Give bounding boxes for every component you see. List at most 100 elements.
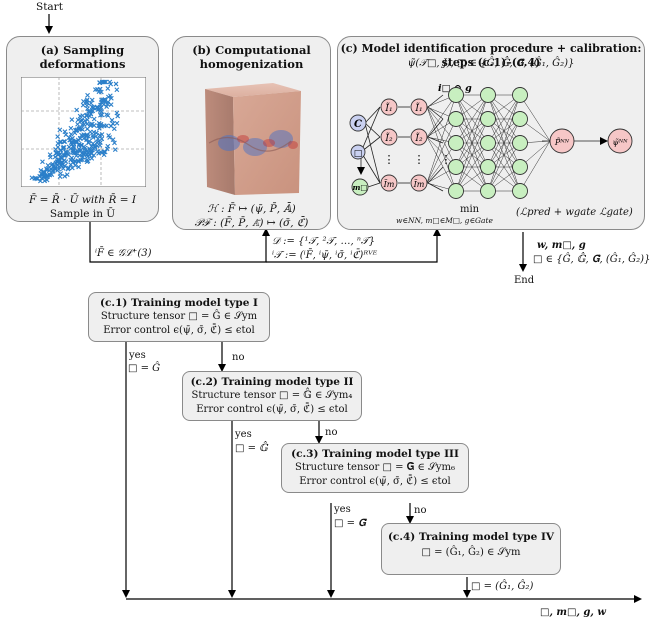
output-node-energy <box>607 128 633 154</box>
invariant-node-2-label: Ĩ₂ <box>384 132 393 144</box>
nn-edge <box>455 118 489 192</box>
scatter-point <box>37 178 43 184</box>
scatter-point <box>87 109 93 115</box>
step-c4-box: (c.4) Training model type IV □ = (Ĝ₁, Ĝ₂… <box>381 523 561 575</box>
scatter-point <box>105 86 111 91</box>
scatter-point <box>97 80 102 86</box>
scatter-point <box>101 152 107 158</box>
step-c3-line1: Structure tensor □ = 𝐆̂ ∈ 𝒮ym₆ <box>294 462 456 473</box>
scatter-point <box>109 117 115 123</box>
step-c1-title: (c.1) Training model type I <box>100 297 258 309</box>
scatter-point <box>42 178 48 184</box>
scatter-point <box>106 94 111 100</box>
panel-b-title-1: (b) Computational <box>192 43 311 57</box>
output-node-energy-label: ψ̃ᴺᴺ <box>612 138 628 147</box>
gated-node-2-label: Ĩ₂ <box>414 132 423 144</box>
nn-edge <box>487 94 521 168</box>
scatter-point <box>74 107 80 113</box>
nn-edge <box>487 142 521 192</box>
nn-hidden-node <box>480 135 496 151</box>
rve-cube <box>205 83 301 195</box>
gated-node-m <box>410 174 428 192</box>
nn-edge <box>426 142 457 184</box>
scatter-point <box>91 129 97 135</box>
scatter-point <box>82 133 87 138</box>
scatter-point <box>95 136 101 142</box>
scatter-point <box>42 169 48 175</box>
scatter-point <box>76 141 82 147</box>
panel-a-formula-1: F̄ = R̄ · Ū with R̄ = I <box>28 194 137 206</box>
scatter-point <box>79 117 85 123</box>
invariant-node-1-label: Ĩ₁ <box>384 102 392 114</box>
scatter-point <box>65 151 71 157</box>
scatter-point <box>94 143 100 149</box>
panel-a-title-2: deformations <box>39 57 126 71</box>
scatter-point <box>52 166 58 171</box>
scatter-point <box>98 140 103 145</box>
step-c2-line1: Structure tensor □ = 𝔾̂ ∈ 𝒮ym₄ <box>191 390 353 401</box>
nn-hidden-node <box>480 87 496 103</box>
a-to-b-arrow <box>89 222 270 263</box>
nn-edge <box>455 94 489 168</box>
gated-dots: ⋮ <box>414 153 425 166</box>
gated-node-m-label: Ĩm <box>413 180 425 189</box>
scatter-point <box>92 87 98 93</box>
nn-edge <box>426 106 457 192</box>
scatter-point <box>90 133 96 138</box>
nn-hidden-node <box>480 159 496 175</box>
panel-c-formula-top: ψ̃(𝒯□, J), □ ∈ {Ĝ, 𝔾̂, 𝐆̂, (Ĝ₁, Ĝ₂)} <box>407 58 575 69</box>
start-label: Start <box>36 1 63 13</box>
nn-edge <box>487 118 521 192</box>
nn-hidden-node <box>480 183 496 199</box>
scatter-point <box>70 157 76 163</box>
scatter-point <box>58 139 64 145</box>
scatter-point <box>105 143 111 149</box>
scatter-point <box>84 121 90 127</box>
scatter-point <box>88 100 94 106</box>
scatter-point <box>58 171 64 176</box>
nn-edge <box>455 142 489 192</box>
scatter-point <box>110 137 116 142</box>
scatter-point <box>53 146 58 152</box>
scatter-point <box>62 139 68 145</box>
scatter-point <box>82 118 88 124</box>
scatter-point <box>99 109 105 115</box>
scatter-point <box>49 172 55 178</box>
nn-hidden-node <box>448 135 464 151</box>
scatter-point <box>85 153 91 159</box>
scatter-point <box>99 136 105 142</box>
scatter-point <box>80 102 86 108</box>
scatter-point <box>85 158 91 164</box>
step-c4-line1: □ = (Ĝ₁, Ĝ₂) ∈ 𝒮ym <box>421 547 521 558</box>
scatter-point <box>90 108 96 114</box>
nn-edge <box>487 94 521 192</box>
scatter-point <box>63 132 69 138</box>
scatter-point <box>91 123 97 128</box>
scatter-point <box>81 151 87 157</box>
step-c3-title: (c.3) Training model type III <box>291 448 459 460</box>
yes-label-1: yes <box>129 350 146 361</box>
scatter-point <box>45 162 51 168</box>
no-label-3: no <box>414 505 427 516</box>
result-label-2: □ ∈ {Ĝ, 𝔾̂, 𝐆̂, (Ĝ₁, Ĝ₂)} <box>533 254 651 265</box>
step-c3-box: (c.3) Training model type III Structure … <box>281 443 469 493</box>
assign-label-4: □ = (Ĝ₁, Ĝ₂) <box>471 581 534 592</box>
scatter-point <box>64 172 70 178</box>
input-node-structure-label: □ <box>354 149 363 159</box>
scatter-point <box>98 102 103 108</box>
scatter-point <box>61 145 67 150</box>
step-c1-line2: Error control ϵ(ψ̄, σ̄, ℭ̄) ≤ ϵtol <box>103 325 255 336</box>
nn-hidden-node <box>448 111 464 127</box>
scatter-point <box>97 132 103 138</box>
panel-model-identification: (c) Model identification procedure + cal… <box>337 36 645 230</box>
scatter-point <box>81 98 86 104</box>
scatter-point <box>38 167 44 173</box>
panel-b-title-2: homogenization <box>199 57 304 71</box>
nn-edge <box>519 94 551 142</box>
invariant-node-2 <box>380 128 398 146</box>
min-subscript: w∈NN, m□∈M□, g∈Gate <box>396 216 493 225</box>
assign-label-1: □ = Ĝ <box>128 363 161 374</box>
nn-hidden-node <box>448 183 464 199</box>
input-node-structure <box>350 144 366 160</box>
